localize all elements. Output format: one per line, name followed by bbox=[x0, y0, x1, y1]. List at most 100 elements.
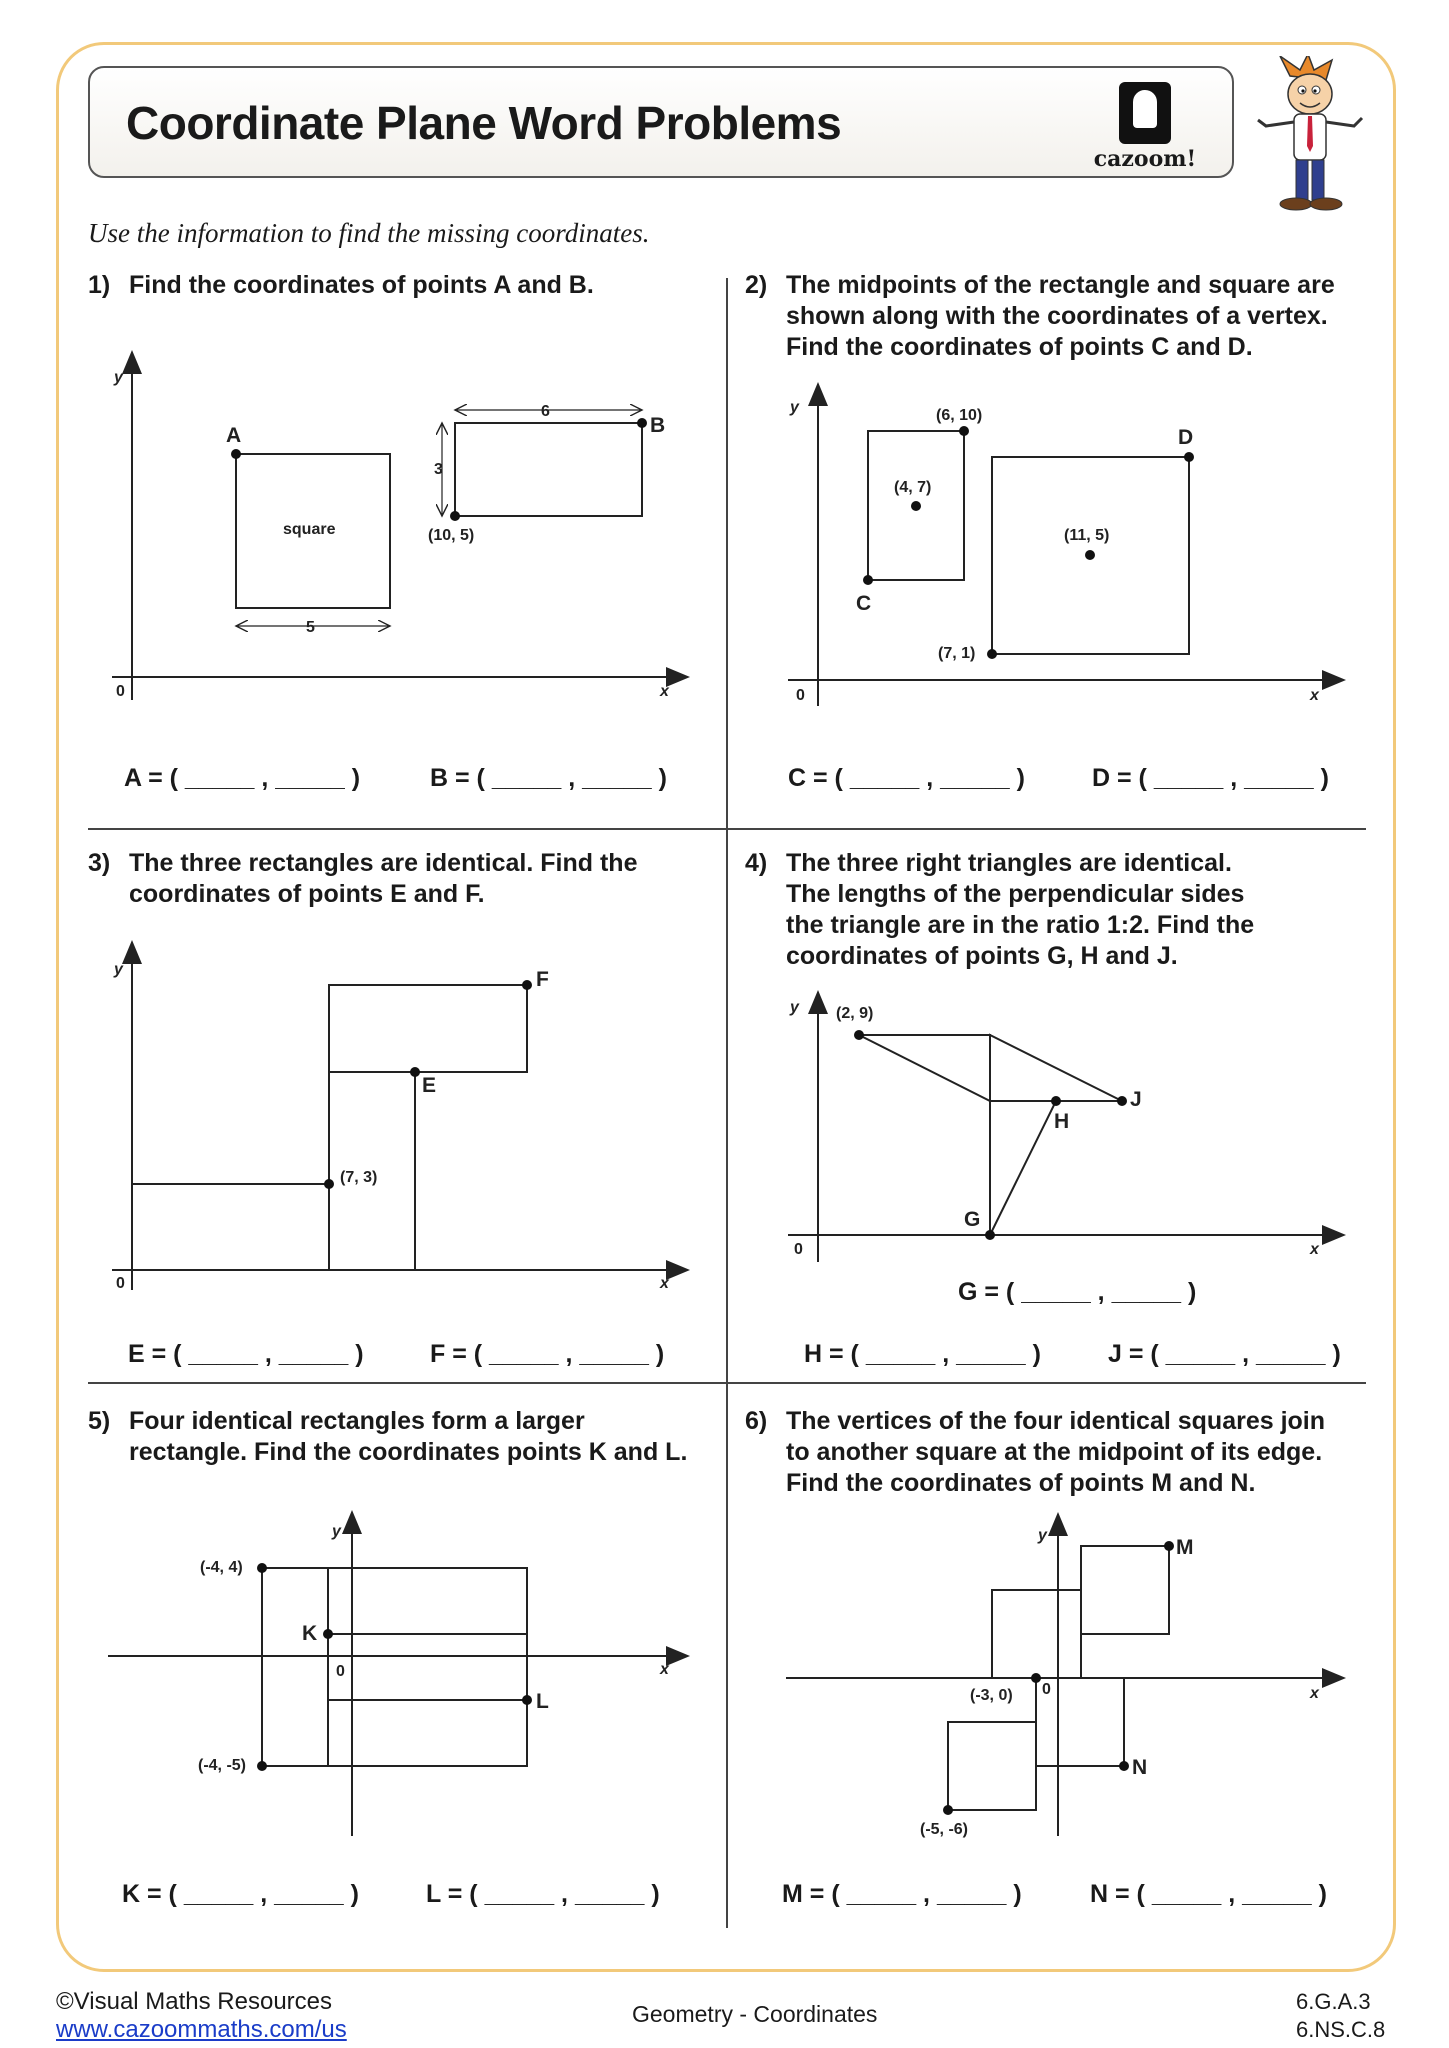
origin-label: 0 bbox=[1042, 1681, 1051, 1698]
answer-m[interactable]: M = ( _____ , _____ ) bbox=[782, 1880, 1022, 1908]
x-axis-label: x bbox=[1309, 1685, 1320, 1702]
x-axis-label: x bbox=[1309, 1241, 1320, 1258]
y-axis-label: y bbox=[113, 961, 124, 978]
answer-c[interactable]: C = ( _____ , _____ ) bbox=[788, 764, 1025, 792]
question-text: Find the coordinates of points C and D. bbox=[786, 333, 1253, 361]
question-text: Four identical rectangles form a larger bbox=[129, 1407, 585, 1435]
question-number: 3) bbox=[88, 849, 111, 877]
point-label-f: F bbox=[536, 968, 549, 991]
answer-k[interactable]: K = ( _____ , _____ ) bbox=[122, 1880, 359, 1908]
origin-label: 0 bbox=[794, 1241, 803, 1258]
copyright-text: ©Visual Maths Resources bbox=[56, 1988, 333, 2015]
question-text: The lengths of the perpendicular sides bbox=[786, 880, 1245, 908]
y-axis-label: y bbox=[789, 399, 800, 416]
answer-g[interactable]: G = ( _____ , _____ ) bbox=[958, 1278, 1197, 1306]
question-text: coordinates of points E and F. bbox=[129, 880, 485, 908]
logo-icon bbox=[1119, 82, 1171, 144]
question-text: The vertices of the four identical squar… bbox=[786, 1407, 1326, 1435]
footer-credits: ©Visual Maths Resources www.cazoommaths.… bbox=[56, 1988, 347, 2044]
q3-rectangle-1 bbox=[131, 1183, 330, 1271]
point-marker bbox=[959, 426, 969, 436]
question-text: Find the coordinates of points M and N. bbox=[786, 1469, 1256, 1497]
question-number: 6) bbox=[745, 1407, 768, 1435]
point-marker bbox=[1313, 89, 1317, 93]
point-marker bbox=[1117, 1096, 1127, 1106]
point-marker bbox=[1301, 89, 1305, 93]
x-axis-label: x bbox=[659, 1275, 670, 1292]
point-marker bbox=[522, 980, 532, 990]
question-number: 4) bbox=[745, 849, 768, 877]
question-text: to another square at the midpoint of its… bbox=[786, 1438, 1323, 1466]
coordinate-label: (-3, 0) bbox=[970, 1687, 1013, 1704]
point-label-c: C bbox=[856, 592, 871, 615]
point-label-d: D bbox=[1178, 426, 1193, 449]
square-label: square bbox=[283, 521, 336, 538]
point-marker bbox=[985, 1230, 995, 1240]
point-label-j: J bbox=[1130, 1088, 1142, 1111]
point-marker bbox=[450, 511, 460, 521]
logo-text: cazoom! bbox=[1093, 146, 1197, 172]
point-marker bbox=[410, 1067, 420, 1077]
coordinate-label: (6, 10) bbox=[936, 407, 982, 424]
question-text: coordinates of points G, H and J. bbox=[786, 942, 1178, 970]
q4-triangle-2 bbox=[989, 1033, 1123, 1102]
row-divider-1 bbox=[88, 828, 1366, 830]
point-marker bbox=[1031, 1673, 1041, 1683]
answer-a[interactable]: A = ( _____ , _____ ) bbox=[124, 764, 361, 792]
coordinate-label: (10, 5) bbox=[428, 527, 474, 544]
answer-f[interactable]: F = ( _____ , _____ ) bbox=[430, 1340, 665, 1368]
question-text: The three right triangles are identical. bbox=[786, 849, 1232, 877]
rect-height-label: 3 bbox=[434, 461, 443, 478]
point-marker bbox=[911, 501, 921, 511]
q2-rectangle bbox=[867, 430, 965, 581]
website-link[interactable]: www.cazoommaths.com/us bbox=[56, 2016, 347, 2043]
q4-triangle-1 bbox=[858, 1034, 991, 1103]
q1-square bbox=[235, 453, 391, 609]
point-marker bbox=[1085, 550, 1095, 560]
standard-code: 6.NS.C.8 bbox=[1296, 2017, 1386, 2042]
point-marker bbox=[323, 1629, 333, 1639]
point-marker bbox=[257, 1563, 267, 1573]
title-banner: Coordinate Plane Word Problems cazoom! bbox=[88, 66, 1234, 178]
origin-label: 0 bbox=[116, 683, 125, 700]
coordinate-label: (7, 1) bbox=[938, 645, 975, 662]
question-text: rectangle. Find the coordinates points K… bbox=[129, 1438, 688, 1466]
point-label-b: B bbox=[650, 414, 665, 437]
answer-d[interactable]: D = ( _____ , _____ ) bbox=[1092, 764, 1329, 792]
x-axis-label: x bbox=[659, 1661, 670, 1678]
answer-n[interactable]: N = ( _____ , _____ ) bbox=[1090, 1880, 1327, 1908]
answer-e[interactable]: E = ( _____ , _____ ) bbox=[128, 1340, 364, 1368]
coordinate-label: (-4, 4) bbox=[200, 1559, 243, 1576]
point-marker bbox=[943, 1805, 953, 1815]
page-frame bbox=[56, 42, 1396, 1972]
rect-width-label: 6 bbox=[541, 403, 550, 420]
question-number: 5) bbox=[88, 1407, 111, 1435]
q6-square-bottom-left bbox=[947, 1721, 1037, 1811]
question-text: the triangle are in the ratio 1:2. Find … bbox=[786, 911, 1255, 939]
q6-square-top-left bbox=[991, 1589, 1082, 1679]
point-marker bbox=[863, 575, 873, 585]
standard-code: 6.G.A.3 bbox=[1296, 1989, 1371, 2014]
point-marker bbox=[231, 449, 241, 459]
point-label-m: M bbox=[1176, 1536, 1194, 1559]
cazoom-logo: cazoom! bbox=[1090, 82, 1200, 172]
q6-square-top-right bbox=[1080, 1545, 1170, 1635]
y-axis-label: y bbox=[789, 999, 800, 1016]
origin-label: 0 bbox=[796, 687, 805, 704]
point-marker bbox=[1119, 1761, 1129, 1771]
y-axis-label: y bbox=[331, 1523, 342, 1540]
answer-l[interactable]: L = ( _____ , _____ ) bbox=[426, 1880, 660, 1908]
answer-j[interactable]: J = ( _____ , _____ ) bbox=[1108, 1340, 1341, 1368]
point-label-a: A bbox=[226, 424, 241, 447]
answer-h[interactable]: H = ( _____ , _____ ) bbox=[804, 1340, 1041, 1368]
answer-b[interactable]: B = ( _____ , _____ ) bbox=[430, 764, 667, 792]
q4-triangle-3 bbox=[989, 1100, 1058, 1236]
point-marker bbox=[257, 1761, 267, 1771]
page-title: Coordinate Plane Word Problems bbox=[126, 97, 842, 149]
footer-topic: Geometry - Coordinates bbox=[632, 2001, 878, 2027]
origin-label: 0 bbox=[336, 1663, 345, 1680]
q1-rectangle bbox=[454, 422, 643, 517]
point-marker bbox=[987, 649, 997, 659]
question-text: The midpoints of the rectangle and squar… bbox=[786, 271, 1335, 299]
